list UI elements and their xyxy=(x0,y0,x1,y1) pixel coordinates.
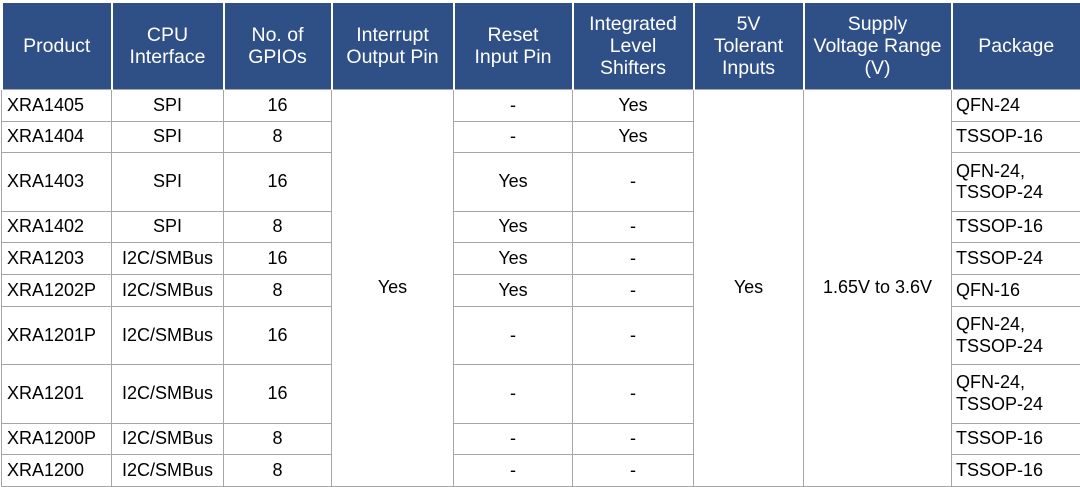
cell-package: TSSOP-16 xyxy=(951,454,1080,487)
cell-reset-input-pin: - xyxy=(453,422,573,456)
cell-product: XRA1200 xyxy=(1,454,112,487)
column-header-reset-input-pin: Reset Input Pin xyxy=(452,0,574,90)
column-header-integrated-level-shifters: Integrated Level Shifters xyxy=(571,0,695,90)
cell-reset-input-pin: - xyxy=(453,89,573,122)
column-header-cpu-interface: CPU Interface xyxy=(110,0,225,90)
cell-reset-input-pin: - xyxy=(453,120,573,154)
cell-cpu-interface: SPI xyxy=(111,210,224,244)
cell-cpu-interface: SPI xyxy=(111,120,224,154)
cell-integrated-level-shifters: - xyxy=(572,274,694,307)
cell-integrated-level-shifters: Yes xyxy=(572,120,694,154)
cell-product: XRA1203 xyxy=(1,242,112,276)
cell-interrupt-output-pin: Yes xyxy=(331,89,454,487)
cell-product: XRA1201P xyxy=(1,305,112,366)
cell-cpu-interface: I2C/SMBus xyxy=(111,454,224,487)
cell-supply-voltage-range: 1.65V to 3.6V xyxy=(803,89,952,487)
cell-gpios: 16 xyxy=(223,364,332,424)
cell-integrated-level-shifters: - xyxy=(572,454,694,487)
cell-package: QFN-16 xyxy=(951,274,1080,307)
column-header-5v-tolerant-inputs: 5V Tolerant Inputs xyxy=(692,0,805,90)
cell-gpios: 8 xyxy=(223,454,332,487)
cell-product: XRA1200P xyxy=(1,422,112,456)
cell-package: QFN-24, TSSOP-24 xyxy=(951,364,1080,424)
cell-integrated-level-shifters: - xyxy=(572,422,694,456)
cell-reset-input-pin: Yes xyxy=(453,242,573,276)
column-header-interrupt-output-pin: Interrupt Output Pin xyxy=(330,0,455,90)
cell-cpu-interface: SPI xyxy=(111,89,224,122)
cell-integrated-level-shifters: - xyxy=(572,364,694,424)
cell-5v-tolerant-inputs: Yes xyxy=(693,89,804,487)
cell-package: TSSOP-16 xyxy=(951,120,1080,154)
cell-gpios: 16 xyxy=(223,242,332,276)
cell-product: XRA1405 xyxy=(1,89,112,122)
cell-integrated-level-shifters: - xyxy=(572,210,694,244)
cell-product: XRA1403 xyxy=(1,152,112,212)
cell-gpios: 8 xyxy=(223,274,332,307)
column-header-package: Package xyxy=(950,0,1080,90)
cell-reset-input-pin: - xyxy=(453,364,573,424)
cell-product: XRA1202P xyxy=(1,274,112,307)
cell-gpios: 16 xyxy=(223,305,332,366)
cell-reset-input-pin: Yes xyxy=(453,152,573,212)
cell-reset-input-pin: Yes xyxy=(453,210,573,244)
cell-gpios: 16 xyxy=(223,152,332,212)
column-header-gpios: No. of GPIOs xyxy=(222,0,333,90)
cell-cpu-interface: SPI xyxy=(111,152,224,212)
cell-reset-input-pin: Yes xyxy=(453,274,573,307)
cell-package: TSSOP-24 xyxy=(951,242,1080,276)
header-row: Product CPU Interface No. of GPIOs Inter… xyxy=(0,0,1080,90)
column-header-product: Product xyxy=(0,0,113,90)
table-header: Product CPU Interface No. of GPIOs Inter… xyxy=(0,0,1080,90)
column-header-supply-voltage-range: Supply Voltage Range (V) xyxy=(802,0,953,90)
cell-gpios: 8 xyxy=(223,210,332,244)
cell-integrated-level-shifters: - xyxy=(572,152,694,212)
cell-gpios: 8 xyxy=(223,422,332,456)
cell-package: QFN-24, TSSOP-24 xyxy=(951,152,1080,212)
cell-cpu-interface: I2C/SMBus xyxy=(111,305,224,366)
cell-gpios: 8 xyxy=(223,120,332,154)
cell-package: TSSOP-16 xyxy=(951,422,1080,456)
cell-integrated-level-shifters: Yes xyxy=(572,89,694,122)
cell-integrated-level-shifters: - xyxy=(572,305,694,366)
cell-cpu-interface: I2C/SMBus xyxy=(111,364,224,424)
cell-product: XRA1402 xyxy=(1,210,112,244)
cell-reset-input-pin: - xyxy=(453,454,573,487)
cell-reset-input-pin: - xyxy=(453,305,573,366)
cell-cpu-interface: I2C/SMBus xyxy=(111,274,224,307)
cell-cpu-interface: I2C/SMBus xyxy=(111,242,224,276)
cell-gpios: 16 xyxy=(223,89,332,122)
cell-package: QFN-24, TSSOP-24 xyxy=(951,305,1080,366)
cell-product: XRA1404 xyxy=(1,120,112,154)
cell-integrated-level-shifters: - xyxy=(572,242,694,276)
cell-package: TSSOP-16 xyxy=(951,210,1080,244)
cell-package: QFN-24 xyxy=(951,89,1080,122)
cell-product: XRA1201 xyxy=(1,364,112,424)
cell-cpu-interface: I2C/SMBus xyxy=(111,422,224,456)
